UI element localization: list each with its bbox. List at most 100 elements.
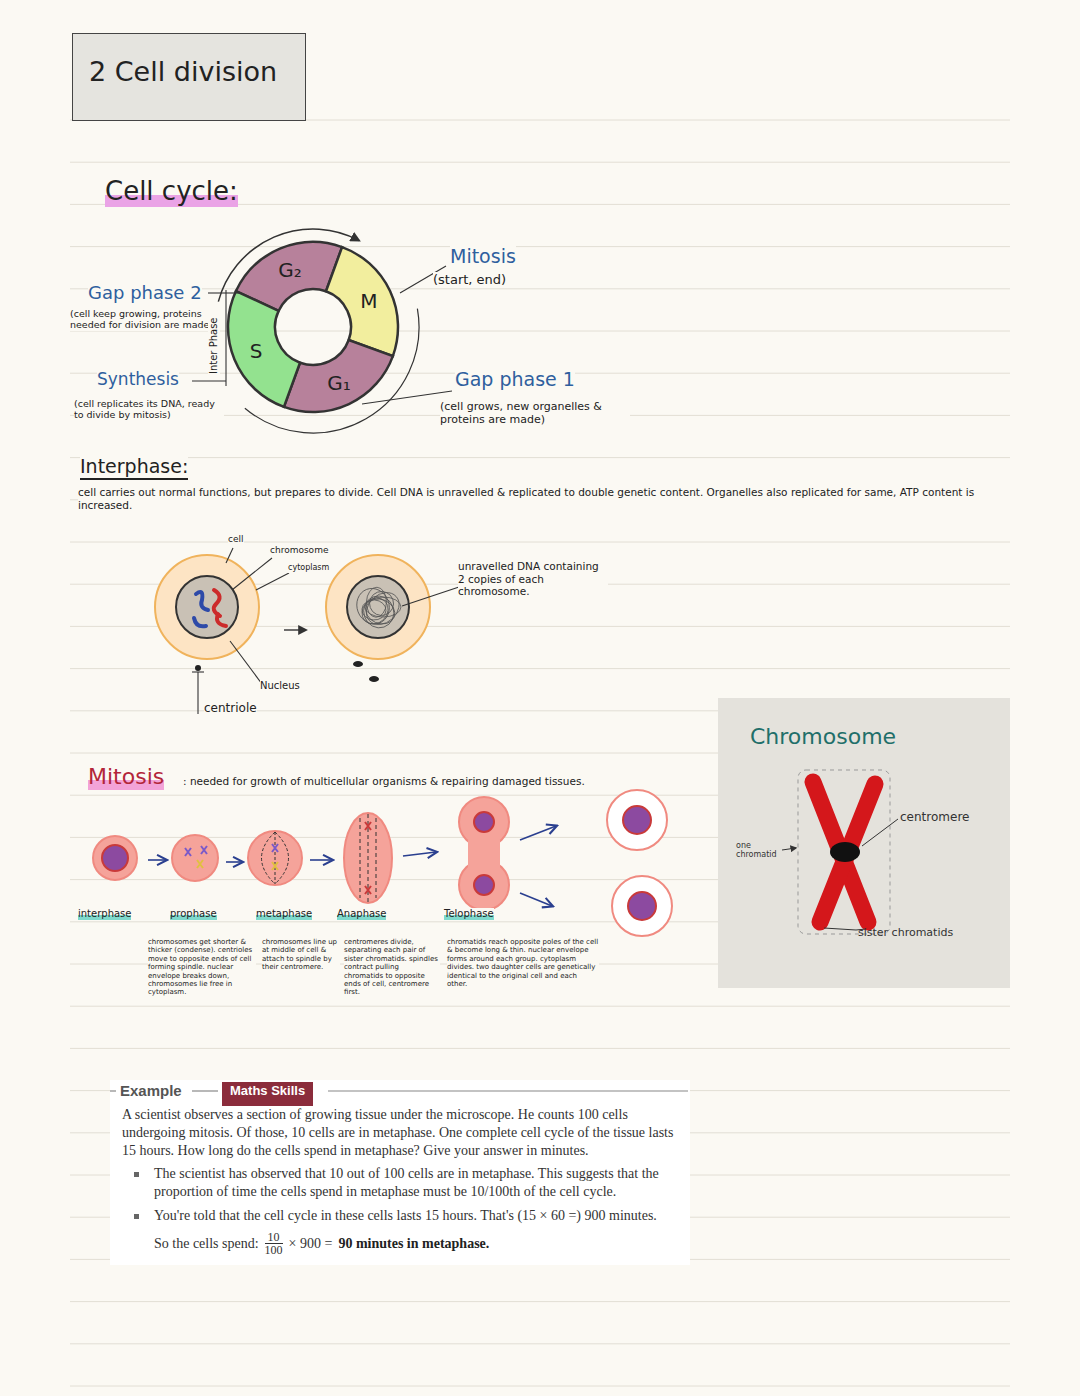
leader-line	[824, 928, 856, 930]
note-text: chromosomes get shorter & thicker (conde…	[148, 938, 256, 997]
note-text: unravelled DNA containing 2 copies of ea…	[458, 560, 608, 598]
label-text: Nucleus	[260, 680, 300, 692]
leader-line	[362, 391, 452, 404]
stage-chromosome	[365, 886, 371, 894]
note-text: chromatids reach opposite poles of the c…	[447, 938, 599, 988]
stage-cell	[93, 836, 137, 880]
note-text: (cell grows, new organelles & proteins a…	[440, 400, 630, 426]
answer-row: So the cells spend:10100× 900 =90 minute…	[154, 1231, 682, 1257]
label-text: Mitosis	[88, 764, 164, 790]
node-text: × 900 =	[289, 1236, 333, 1252]
stage-arrow	[520, 893, 552, 906]
leader-line	[256, 573, 289, 590]
rule-line	[110, 1090, 116, 1091]
leader-line	[230, 641, 262, 684]
dna-tangle	[359, 592, 398, 632]
ruling-line	[70, 246, 1010, 247]
cell-figures	[155, 555, 430, 682]
note-text: chromosomes line up at middle of cell & …	[262, 938, 340, 972]
cycle-arrow	[218, 229, 359, 302]
chromosome-squiggle	[194, 618, 206, 626]
node-text: 100	[265, 1243, 283, 1257]
fraction: 10100	[265, 1231, 283, 1257]
node-heading: 2 Cell division	[89, 56, 289, 87]
cycle-segment	[228, 291, 300, 407]
stage-nucleus	[623, 806, 651, 834]
note-text: (cell replicates its DNA, ready to divid…	[74, 398, 224, 421]
leader-line	[862, 819, 898, 846]
label-text: cell	[228, 534, 244, 545]
chromatid-bracket	[798, 770, 890, 934]
spindle	[262, 832, 289, 884]
stage-chromosome	[197, 860, 203, 868]
note-text: (cell keep growing, proteins needed for …	[70, 308, 220, 331]
dna-tangle	[366, 588, 398, 620]
stage-nucleus	[474, 812, 494, 832]
cycle-segment	[326, 247, 398, 356]
stage-chromosome	[365, 822, 371, 830]
ruling-line	[70, 668, 1010, 669]
node-text: 10	[265, 1231, 283, 1244]
paper-ruling	[70, 120, 1010, 1386]
ruling-line	[70, 1386, 1010, 1387]
stage-nucleus	[102, 845, 128, 871]
stage-cell	[612, 876, 672, 936]
phase-label: G₁	[327, 371, 351, 395]
title-box: 2 Cell division	[72, 33, 306, 121]
label-text: centriole	[204, 701, 257, 715]
label-text: Gap phase 2	[88, 282, 202, 304]
node-text: sister chromatids	[858, 926, 953, 939]
stage-chromosome	[272, 862, 278, 870]
stage-chromosome	[201, 846, 207, 854]
phase-label: S	[250, 339, 263, 363]
leader-line	[402, 586, 462, 606]
chromosome-squiggle	[196, 592, 208, 610]
node-heading: Example	[120, 1082, 182, 1099]
label-text: Inter Phase	[208, 317, 220, 374]
stage-arrow	[310, 859, 332, 861]
nucleus	[176, 576, 238, 638]
leader-line	[226, 548, 233, 563]
label-text: metaphase	[256, 908, 312, 920]
stage-chromosome	[272, 844, 278, 852]
label-text: cytoplasm	[288, 563, 329, 573]
label-text: interphase	[78, 908, 131, 920]
ruling-line	[70, 1006, 1010, 1007]
label-text: Interphase:	[80, 455, 188, 480]
centriole-dot	[369, 676, 379, 682]
spindle	[360, 814, 376, 902]
node-text: one chromatid	[736, 841, 788, 859]
phase-label: G₂	[278, 258, 302, 282]
stage-nucleus	[628, 892, 656, 920]
chromosome-panel: Chromosomeone chromatidcentromeresister …	[718, 698, 1010, 988]
stage-cell	[172, 835, 218, 881]
ruling-line	[70, 1301, 1010, 1302]
stage-cell	[344, 813, 392, 903]
phase-label: M	[360, 289, 377, 313]
cell-cycle-ring	[218, 229, 419, 433]
cycle-segment	[284, 340, 393, 412]
cell-outline	[326, 555, 430, 659]
label-text: (start, end)	[433, 272, 506, 288]
note-text: : needed for growth of multicellular org…	[183, 775, 663, 788]
ruling-line	[70, 162, 1010, 163]
ruling-line	[70, 542, 1010, 543]
node-text: centromere	[900, 810, 969, 824]
dna-tangle	[360, 586, 405, 631]
centriole-dot	[353, 661, 363, 667]
stage-arrow	[520, 826, 556, 840]
node-text: You're told that the cell cycle in these…	[154, 1207, 682, 1225]
note-text: centromeres divide, separating each pair…	[344, 938, 440, 997]
label-text: Telophase	[444, 908, 494, 920]
rule-line	[328, 1090, 688, 1091]
stage-arrow	[403, 852, 436, 856]
leader-line	[225, 290, 226, 386]
stage-cell	[248, 831, 302, 885]
node-text: The scientist has observed that 10 out o…	[154, 1165, 682, 1201]
label-text: prophase	[170, 908, 217, 920]
example-rule	[110, 1080, 690, 1104]
stage-cell	[607, 790, 667, 850]
chromosome-squiggle	[217, 614, 226, 626]
leader-line	[226, 292, 240, 293]
leader-line	[208, 292, 226, 293]
